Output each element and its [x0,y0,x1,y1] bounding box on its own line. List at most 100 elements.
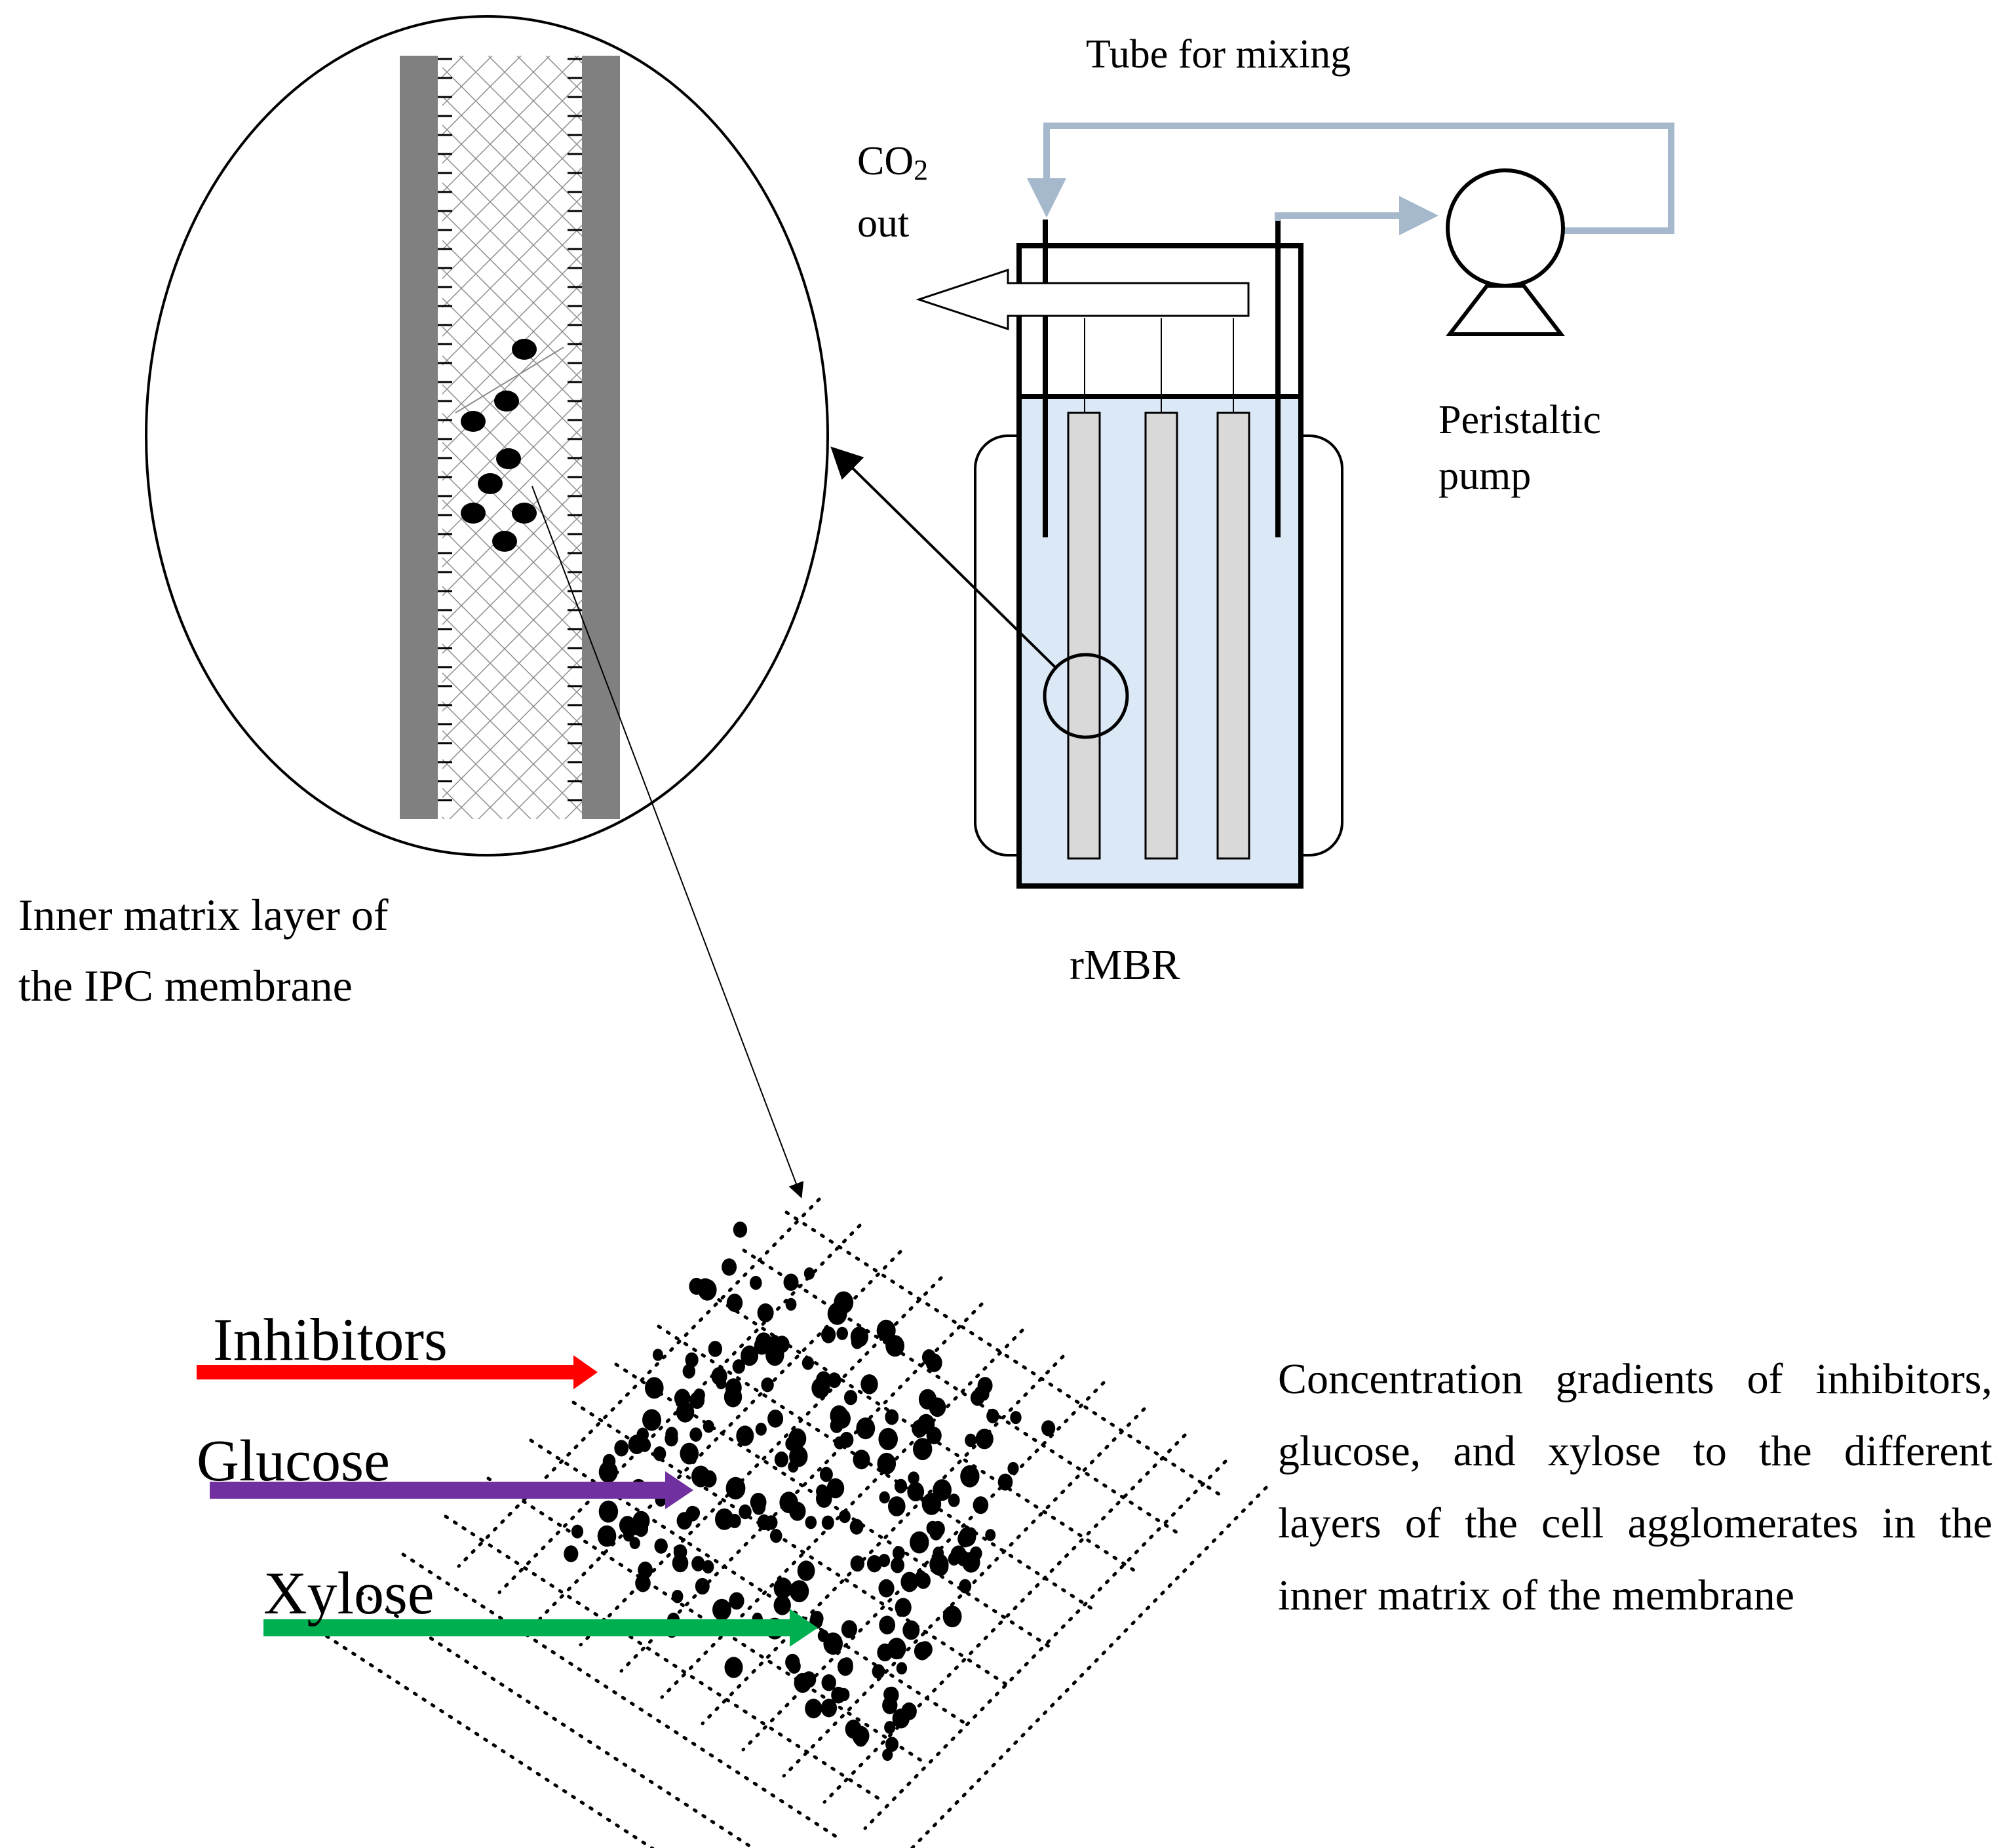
reactor-vessel [1016,243,1303,889]
cell-dot [910,1531,929,1554]
cell-dot [703,1419,714,1433]
tube-for-mixing-label: Tube for mixing [1086,32,1351,77]
cell-dot [887,1638,906,1660]
cell-dot [892,1546,905,1560]
cell-dot [671,1590,684,1604]
cell-dot [916,1572,931,1589]
cell-dot [973,1496,989,1514]
glucose-label: Glucose [197,1429,390,1493]
cell-dot [725,1476,746,1500]
cell-dot [965,1433,976,1448]
cell-dot [653,1446,666,1461]
cell-dot [680,1442,699,1465]
cell-dot [785,1298,797,1311]
cell-dot [878,1554,891,1568]
recirculation-loop [1027,123,1674,336]
cell-dot [685,1505,700,1522]
cell-dot [652,1349,663,1361]
zoom-circle [1043,653,1129,739]
cell-agglomerate-lattice [316,1197,1268,1848]
zoom-connector-arrow [830,446,1058,670]
cell-dot [755,1423,767,1436]
cell-dot [894,1478,908,1493]
cell-dot [733,1222,748,1238]
cell-dot [850,1555,865,1572]
cell-dot [741,1345,759,1366]
cell-dot [830,1405,849,1427]
cell-dot [821,1699,838,1718]
cell-dot [801,1671,817,1688]
cell-dot [597,1525,617,1547]
cell-dot [767,1410,784,1428]
cell-dot [929,1553,949,1575]
cell-dot [856,1417,876,1440]
cell-dot [739,1504,752,1520]
cell-dot [925,1353,942,1372]
cell-dot [712,1598,731,1621]
cell-dot [602,1453,616,1469]
cell-dot [879,1491,890,1504]
cell-dot [789,1501,806,1521]
cell-dot [821,1326,836,1343]
cell-dot [635,1574,651,1592]
cell-dot [854,1731,868,1747]
cell-dot [715,1508,734,1530]
cell-dot [1010,1411,1022,1425]
cell-dot [750,1493,767,1512]
cell-dot [725,1378,742,1397]
cell-dot [948,1552,960,1566]
cell-cluster-zoom [461,339,537,552]
cell-dot [1007,1461,1019,1475]
cell-dot [803,1267,815,1280]
co2-text: CO [857,139,914,183]
inner-matrix-label-line2: the IPC membrane [18,961,353,1011]
cell-dot [816,1484,828,1499]
cell-dot [564,1545,579,1562]
cell-dot [913,1438,933,1461]
cell-dot [614,1440,629,1457]
cell-dot [805,1516,817,1530]
cell-dot [895,1598,912,1617]
concentration-gradient-description: Concentration gradients of inhibitors, g… [1278,1355,1992,1619]
cell-dot [878,1579,895,1598]
inner-matrix-label: Inner matrix layer of [18,890,389,940]
cell-dot [821,1674,836,1691]
cell-dot [900,1571,919,1592]
cell-dot [629,1537,640,1549]
co2-out-label: CO2 [857,139,928,185]
cell-dot [986,1408,999,1423]
cell-dot [665,1431,678,1447]
membrane-tube-2 [1144,412,1178,860]
cell-dot [645,1377,664,1399]
cell-dot [632,1511,650,1531]
cell-dot [902,1620,920,1640]
peristaltic-pump-label: Peristaltic [1438,398,1601,442]
rmbr-reactor [916,220,1343,889]
cell-dot [724,1657,743,1678]
cell-dot [957,1530,973,1548]
cell-dot [722,1258,737,1276]
cell-dot [884,1721,896,1734]
cell-dot [823,1632,843,1655]
glucose-arrow [210,1471,693,1509]
cell-dot [885,1409,899,1425]
cell-dot [697,1278,714,1297]
cell-dot [765,1344,784,1366]
cell-dot [896,1662,908,1675]
rmbr-label: rMBR [1070,941,1180,989]
cell-dot [882,1748,893,1761]
cell-dot [736,1425,754,1446]
cell-dot [841,1620,857,1639]
cell-dot [959,1579,972,1594]
cell-dot [914,1642,931,1661]
cell-agglomerates [564,1222,1056,1761]
cell-dot [860,1374,878,1395]
cell-dot [1041,1420,1056,1436]
membrane-zoom-view [145,15,829,857]
cell-dot [821,1515,834,1530]
cell-dot [783,1273,799,1291]
cell-dot [866,1555,882,1573]
cell-dot [638,1561,653,1579]
cell-dot [849,1518,864,1535]
cell-dot [571,1524,584,1539]
